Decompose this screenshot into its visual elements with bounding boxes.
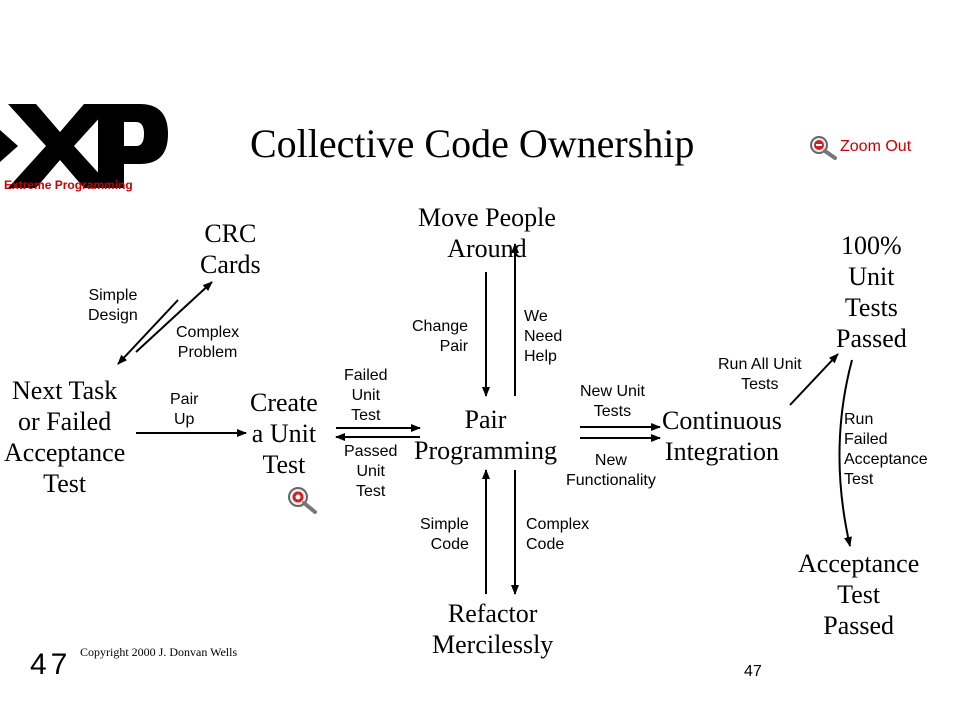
node-create-unit-test: Create a Unit Test: [250, 388, 318, 479]
label-passed-unit-test: Passed Unit Test: [344, 443, 398, 500]
logo-caption: Extreme Programming: [4, 178, 133, 192]
label-simple-code: Simple Code: [420, 516, 469, 553]
node-crc-cards: CRC Cards: [200, 219, 261, 279]
label-run-failed-acceptance: Run Failed Acceptance Test: [844, 411, 928, 488]
label-pair-up: Pair Up: [170, 391, 199, 428]
magnifier-minus-icon: [810, 136, 837, 160]
label-run-all-unit-tests: Run All Unit Tests: [718, 356, 802, 393]
node-continuous-integration: Continuous Integration: [662, 406, 782, 466]
label-new-unit-tests: New Unit Tests: [580, 383, 645, 420]
node-unit-tests-passed: 100% Unit Tests Passed: [836, 231, 907, 353]
node-next-task: Next Task or Failed Acceptance Test: [4, 376, 126, 498]
label-complex-problem: Complex Problem: [176, 324, 240, 361]
node-pair-programming: Pair Programming: [414, 405, 557, 465]
label-we-need-help: We Need Help: [524, 308, 563, 365]
arrow-crc-to-next-task: [117, 299, 179, 365]
label-new-functionality: New Functionality: [566, 452, 656, 489]
arrow-next-task-to-crc: [135, 281, 213, 353]
label-simple-design: Simple Design: [88, 287, 138, 324]
copyright-notice: Copyright 2000 J. Donvan Wells: [80, 645, 238, 659]
zoom-out-label: Zoom Out: [840, 138, 912, 155]
zoom-out-link[interactable]: Zoom Out: [808, 134, 911, 160]
node-acceptance-test-passed: Acceptance Test Passed: [798, 549, 920, 640]
node-refactor-mercilessly: Refactor Mercilessly: [432, 599, 554, 659]
page-title: Collective Code Ownership: [250, 121, 695, 166]
label-complex-code: Complex Code: [526, 516, 590, 553]
label-failed-unit-test: Failed Unit Test: [344, 367, 388, 424]
magnifier-icon[interactable]: [286, 485, 318, 515]
label-change-pair: Change Pair: [412, 318, 469, 355]
slide-number-right: 47: [744, 663, 762, 680]
arrow-ci-to-unit-tests: [789, 353, 839, 406]
slide-number-left: 47: [30, 648, 72, 681]
arrow-unit-tests-to-acceptance: [838, 359, 853, 547]
xp-logo: [0, 104, 168, 188]
node-move-people-around: Move People Around: [418, 203, 556, 263]
